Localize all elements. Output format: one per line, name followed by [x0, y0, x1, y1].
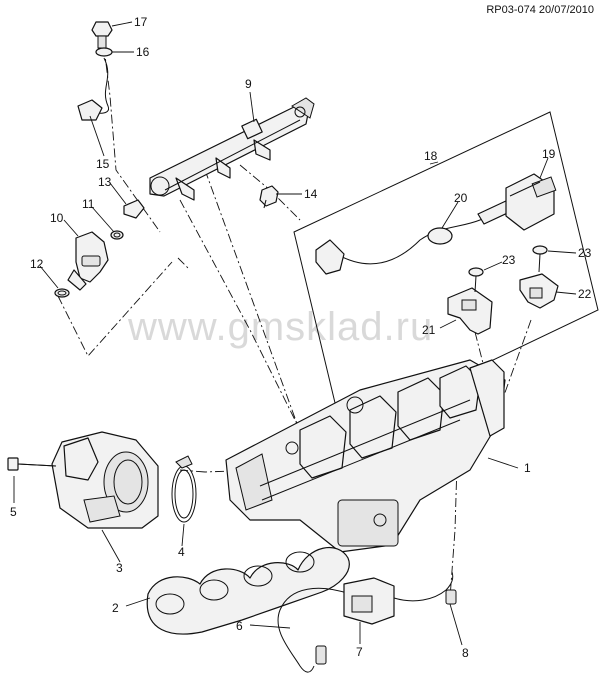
callout-9: 9 [245, 77, 252, 91]
bracket-22 [519, 273, 559, 309]
bracket-15 [77, 57, 110, 121]
callout-7: 7 [356, 645, 363, 659]
manifold-gasket [146, 547, 350, 635]
callout-1: 1 [524, 461, 531, 475]
callout-4: 4 [178, 545, 185, 559]
detail-box-18 [293, 111, 599, 433]
sensor-19 [505, 173, 557, 231]
watermark: www.gmsklad.ru [127, 305, 433, 349]
screw-23-right [532, 245, 548, 273]
callout-10: 10 [50, 211, 64, 225]
callout-12: 12 [30, 257, 44, 271]
fuel-rail [149, 97, 315, 201]
callout-18: 18 [424, 149, 438, 163]
leader-lines [13, 21, 577, 646]
throttle-body [51, 431, 159, 529]
screw-23-left [468, 267, 484, 293]
vacuum-hose-8 [393, 571, 457, 605]
intake-manifold [225, 359, 506, 553]
callout-16: 16 [136, 45, 150, 59]
callout-22: 22 [578, 287, 592, 301]
callout-5: 5 [10, 505, 17, 519]
throttle-seal-ring [171, 455, 197, 523]
callout-17: 17 [134, 15, 148, 29]
wiring-harness-20 [315, 199, 515, 275]
wiring-harness-6 [277, 587, 351, 673]
callout-6: 6 [236, 619, 243, 633]
callout-23-right: 23 [578, 246, 592, 260]
callout-14: 14 [304, 187, 318, 201]
callout-19: 19 [542, 147, 556, 161]
callout-15: 15 [96, 157, 110, 171]
callout-20: 20 [454, 191, 468, 205]
sensor-7 [343, 577, 395, 625]
injector-seal [54, 288, 70, 298]
callout-8: 8 [462, 646, 469, 660]
callout-3: 3 [116, 561, 123, 575]
bolt-17 [91, 21, 113, 49]
injector-o-ring [110, 230, 124, 240]
callout-21: 21 [422, 323, 436, 337]
callout-11: 11 [82, 197, 95, 211]
bracket-21 [447, 287, 493, 335]
throttle-bolt [7, 457, 57, 471]
washer-16 [95, 47, 113, 57]
callout-numbers: 1 2 3 4 5 6 7 8 9 10 11 12 13 14 15 16 1… [10, 15, 592, 660]
injector-clip [123, 199, 145, 219]
fuel-injector [67, 231, 109, 291]
callout-13: 13 [98, 175, 112, 189]
callout-23-left: 23 [502, 253, 516, 267]
reference-code: RP03-074 20/07/2010 [486, 4, 594, 16]
rail-bolt [259, 185, 279, 209]
callout-2: 2 [112, 601, 119, 615]
